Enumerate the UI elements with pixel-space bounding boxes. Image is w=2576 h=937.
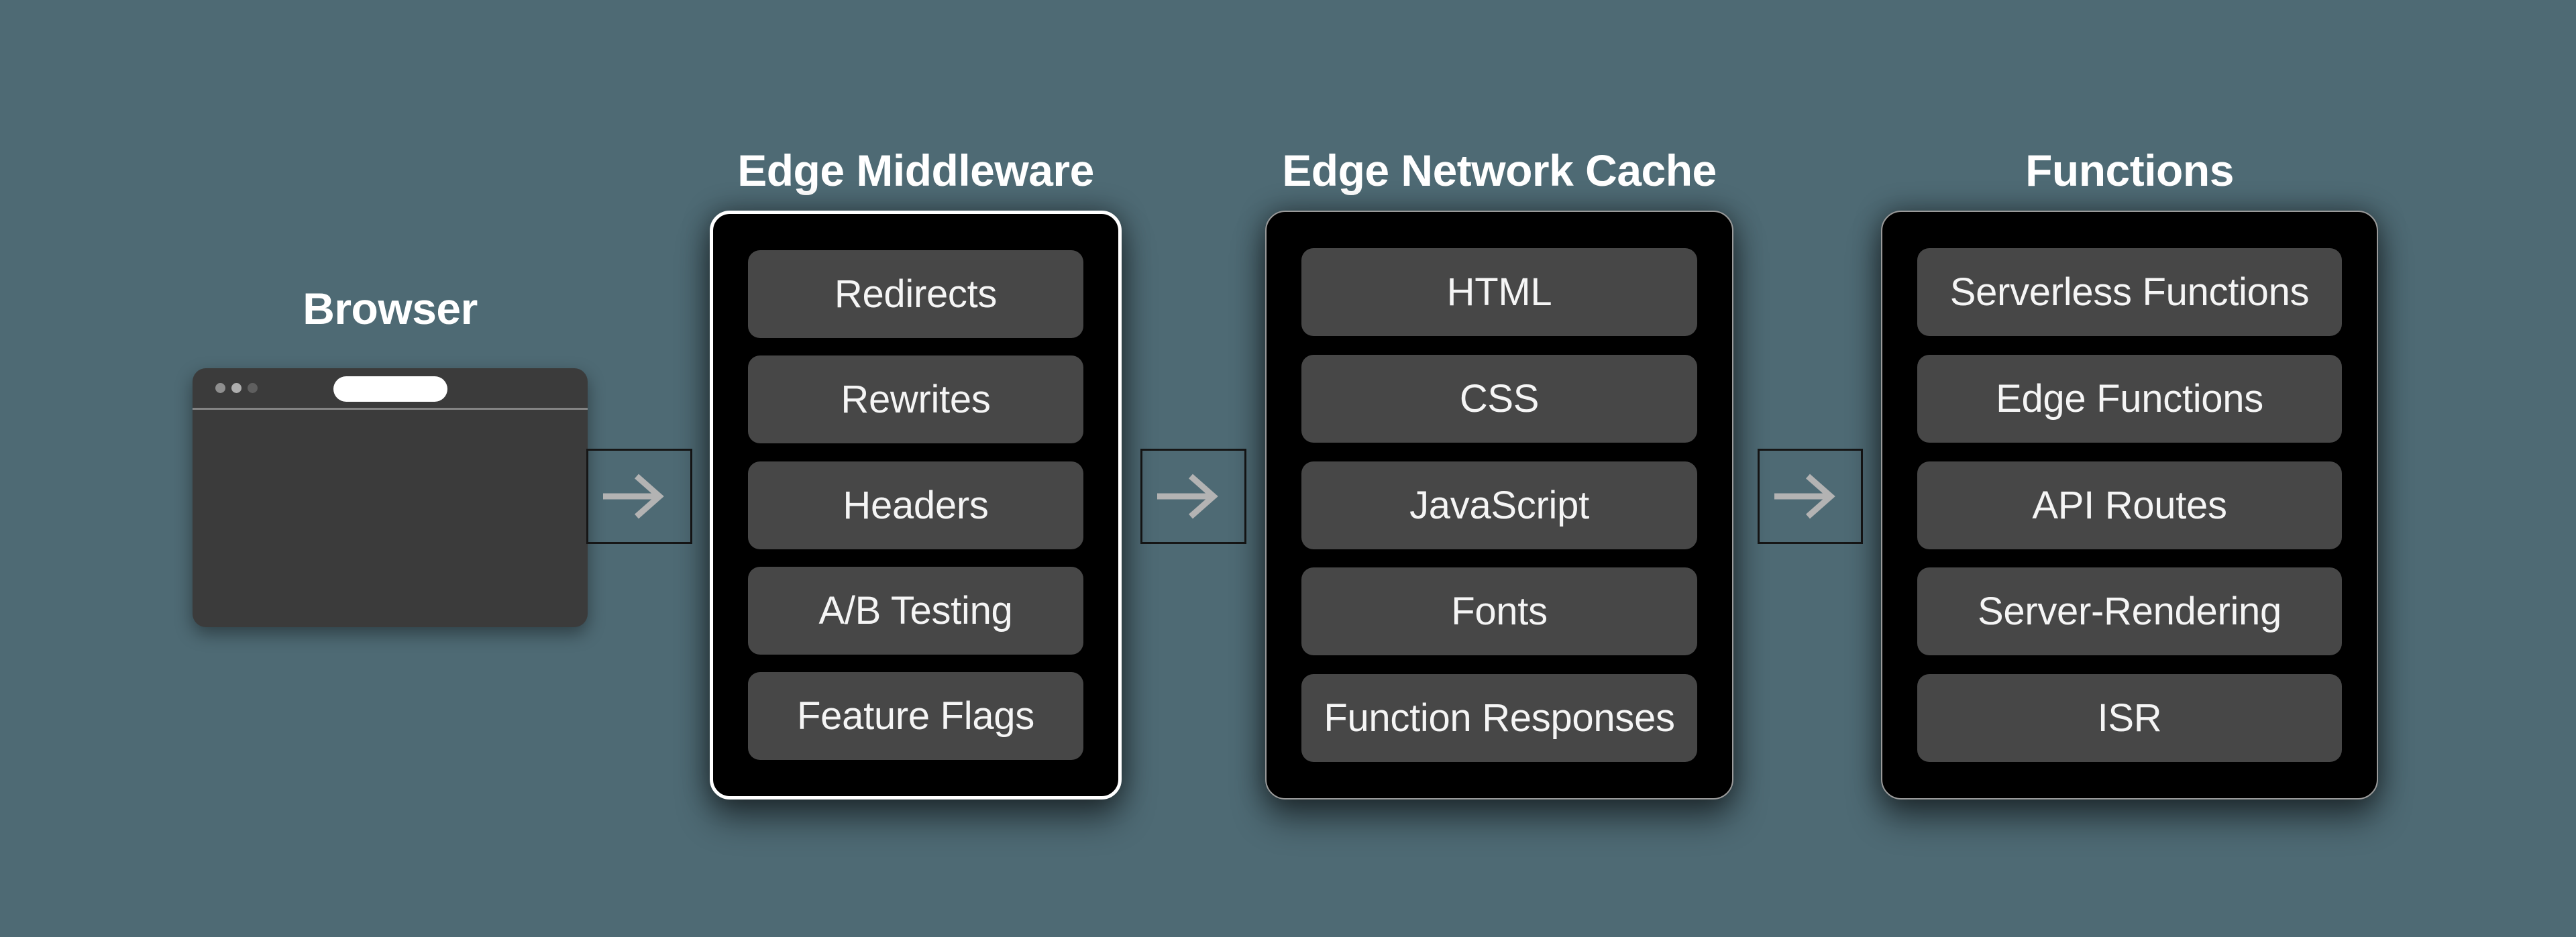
window-controls	[215, 383, 258, 393]
edge-middleware-title: Edge Middleware	[737, 146, 1094, 195]
pill-isr: ISR	[1917, 674, 2342, 762]
pill-serverless-functions: Serverless Functions	[1917, 248, 2342, 336]
right-arrow-icon	[1157, 474, 1218, 519]
edge-network-cache-title: Edge Network Cache	[1282, 146, 1717, 195]
connector-cache-to-functions	[1758, 449, 1863, 544]
pill-javascript: JavaScript	[1301, 461, 1697, 549]
connector-browser-to-middleware	[586, 449, 692, 544]
pill-html: HTML	[1301, 248, 1697, 336]
pill-fonts: Fonts	[1301, 567, 1697, 656]
url-bar	[333, 376, 447, 402]
browser-window-icon	[193, 368, 588, 627]
pill-rewrites: Rewrites	[748, 355, 1083, 444]
pill-feature-flags: Feature Flags	[748, 672, 1083, 760]
pill-css: CSS	[1301, 354, 1697, 443]
edge-network-cache-panel: HTML CSS JavaScript Fonts Function Respo…	[1265, 211, 1733, 800]
pill-function-responses: Function Responses	[1301, 674, 1697, 762]
right-arrow-icon	[603, 474, 664, 519]
pill-ab-testing: A/B Testing	[748, 566, 1083, 655]
functions-panel: Serverless Functions Edge Functions API …	[1881, 211, 2378, 800]
window-control-dot-icon	[231, 383, 241, 393]
browser-label: Browser	[303, 284, 478, 333]
pill-server-rendering: Server-Rendering	[1917, 567, 2342, 656]
pill-headers: Headers	[748, 461, 1083, 549]
edge-middleware-panel: Redirects Rewrites Headers A/B Testing F…	[710, 211, 1122, 800]
window-control-dot-icon	[248, 383, 258, 393]
connector-middleware-to-cache	[1140, 449, 1246, 544]
pill-api-routes: API Routes	[1917, 461, 2342, 549]
window-control-dot-icon	[215, 383, 225, 393]
browser-titlebar	[193, 368, 588, 410]
pill-edge-functions: Edge Functions	[1917, 354, 2342, 443]
pill-redirects: Redirects	[748, 250, 1083, 338]
right-arrow-icon	[1774, 474, 1835, 519]
functions-title: Functions	[2025, 146, 2234, 195]
